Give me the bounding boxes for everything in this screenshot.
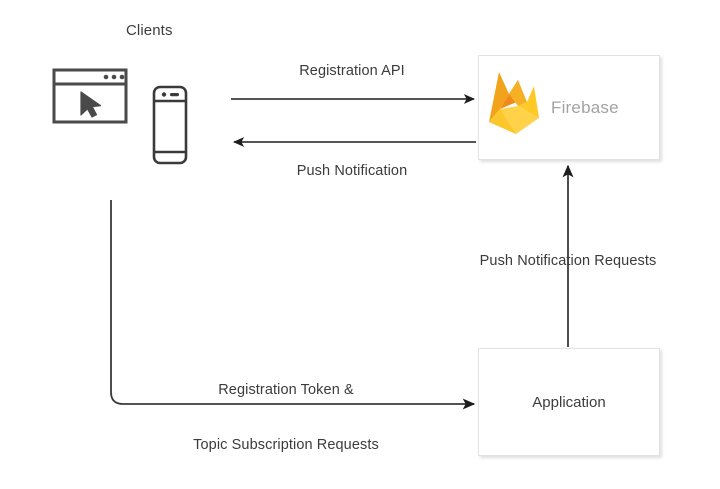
mobile-phone-icon — [152, 85, 188, 165]
edge-label-registration-api: Registration API — [299, 63, 405, 79]
edge-label-registration-token: Registration Token & Topic Subscription … — [193, 345, 379, 489]
clients-group-label: Clients — [126, 22, 173, 39]
browser-window-icon — [52, 68, 128, 124]
edge-label-push-notification-requests: Push Notification Requests — [479, 253, 657, 269]
firebase-flame-logo — [487, 66, 545, 136]
edge-label-registration-token-line2: Topic Subscription Requests — [193, 436, 379, 453]
application-label: Application — [532, 393, 606, 411]
firebase-node: Firebase — [478, 55, 660, 160]
edge-label-push-notification: Push Notification — [296, 163, 408, 179]
firebase-label: Firebase — [551, 98, 619, 117]
application-node: Application — [478, 348, 660, 456]
edge-label-registration-token-line1: Registration Token & — [218, 382, 354, 399]
